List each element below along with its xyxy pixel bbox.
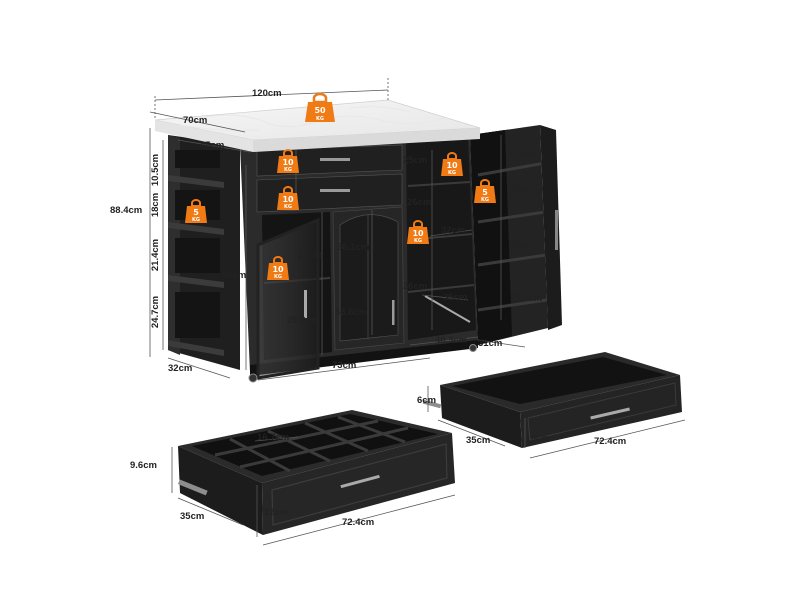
dimension-labels: 120cm 70cm 45cm 88.4cm 10.5cm 18cm 21.4c… (110, 88, 542, 374)
dim-total-height: 88.4cm (110, 205, 142, 216)
dim-door-lower: 26.2cm (287, 315, 319, 326)
badge-value: 5 (193, 208, 199, 217)
badge-unit: KG (481, 197, 489, 203)
badge-unit: KG (284, 167, 292, 173)
center-door (332, 206, 405, 351)
kitchen-island (154, 99, 562, 383)
dim-right-lower: 26cm (403, 281, 427, 292)
badge-value: 50 (314, 106, 326, 115)
badge-unit: KG (284, 204, 292, 210)
weight-badge-icon: 50 KG (305, 92, 335, 122)
shallow-drawer: 6cm 35cm 9cm 72.4cm (417, 352, 686, 459)
dim-shelf-mid: 21.4cm (150, 239, 161, 271)
dim-drawer1-height: 10.5cm (150, 154, 161, 186)
badge-unit: KG (448, 170, 456, 176)
dimension-lines (149, 78, 526, 381)
dim-right-mid: 26cm (407, 197, 431, 208)
dim-door-top-gap: 26cm (298, 250, 322, 261)
badge-unit: KG (274, 274, 282, 280)
caster-wheel (248, 373, 258, 383)
dim-center-lower: 53.8cm (335, 307, 367, 318)
dim-center-upper: 36.1cm (337, 242, 369, 253)
badge-value: 10 (282, 195, 294, 204)
weight-badge-icon: 5 KG (185, 199, 207, 223)
dim-drawer-b-depth: 35cm (180, 511, 204, 522)
dim-top-width: 120cm (252, 88, 282, 99)
dim-top-depth: 70cm (183, 115, 207, 126)
weight-badge-icon: 10 KG (407, 220, 429, 244)
dim-divider: 16.7cm (257, 432, 289, 443)
left-side-rack (168, 135, 240, 370)
badge-value: 10 (272, 265, 284, 274)
badge-unit: KG (192, 217, 200, 223)
dim-top-overhang: 45cm (200, 140, 224, 151)
badge-value: 10 (446, 161, 458, 170)
weight-badge-icon: 10 KG (267, 256, 289, 280)
dim-drawer-a-width: 72.4cm (594, 436, 626, 447)
weight-badges: 50 KG 10 KG 10 KG 10 KG 5 KG (185, 92, 496, 280)
badge-value: 10 (282, 158, 294, 167)
dim-drawer-a-depth: 35cm (466, 435, 490, 446)
dim-inner-height: 80cm (222, 270, 246, 281)
drawer-handle (320, 189, 350, 192)
badge-value: 10 (412, 229, 424, 238)
badge-unit: KG (414, 238, 422, 244)
divided-drawer: 9.6cm 35cm 12cm 72.4cm 16.7cm (130, 410, 456, 546)
dim-side-shelf4: 23.6cm (510, 293, 542, 304)
dim-side-shelf1: 8.5cm (510, 149, 537, 160)
dim-side-cab-depth: 31cm (478, 338, 502, 349)
badge-unit: KG (316, 116, 324, 122)
weight-badge-icon: 10 KG (277, 186, 299, 210)
dim-side-shelf3: 21cm (510, 240, 534, 251)
dim-side-shelf2: 20cm (510, 184, 534, 195)
dim-right-width: 40.3cm (435, 335, 467, 346)
dim-right-inner-depth: 35cm (443, 292, 467, 303)
glass-door (256, 217, 320, 380)
dim-drawer-a-front: 9cm (531, 433, 550, 444)
dim-right-upper: 25cm (403, 155, 427, 166)
weight-badge-icon: 5 KG (474, 179, 496, 203)
dim-side-rack-depth: 32cm (168, 363, 192, 374)
weight-badge-icon: 10 KG (441, 152, 463, 176)
weight-badge-icon: 10 KG (277, 149, 299, 173)
dim-drawer-a-height: 6cm (417, 395, 436, 406)
dim-drawer2-height: 18cm (150, 193, 161, 217)
dim-right-depth: 32cm (441, 225, 465, 236)
caster-wheel (469, 344, 477, 352)
dim-drawer-b-width: 72.4cm (342, 517, 374, 528)
dim-drawer-b-height: 9.6cm (130, 460, 157, 471)
drawer-handle (320, 158, 350, 161)
dim-drawer-b-front: 12cm (264, 507, 288, 518)
dim-shelf-low: 24.7cm (150, 296, 161, 328)
badge-value: 5 (482, 188, 488, 197)
dim-base-width: 73cm (332, 360, 356, 371)
